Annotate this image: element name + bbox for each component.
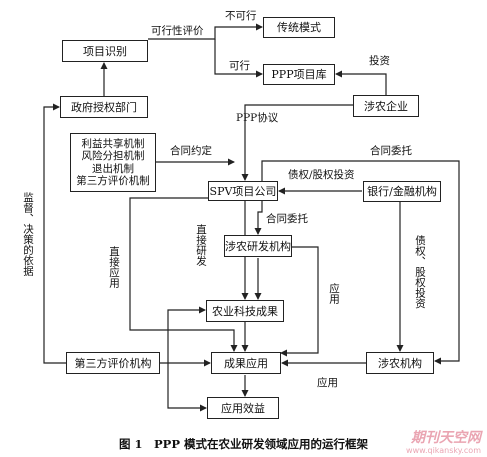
edge-to-ppp-library	[214, 39, 263, 78]
application-benefit-box: 应用效益	[207, 397, 279, 419]
label-supervise: 监督、决策的依据	[22, 192, 34, 276]
agri-enterprise-label: 涉农企业	[364, 99, 408, 113]
gov-authorized-dept-label: 政府授权部门	[71, 100, 137, 114]
edge-contract-entrust-mid	[254, 201, 263, 235]
label-apply-right: 应用	[328, 283, 340, 304]
project-identification-box: 项目识别	[62, 40, 148, 62]
ppp-project-library-box: PPP项目库	[263, 64, 335, 85]
achievement-application-box: 成果应用	[211, 352, 281, 374]
project-identification-label: 项目识别	[83, 44, 127, 58]
ppp-project-library-label: PPP项目库	[271, 68, 327, 81]
achievement-application-label: 成果应用	[224, 356, 268, 370]
agri-tech-achievement-label: 农业科技成果	[212, 304, 278, 318]
label-direct-apply: 直接应用	[108, 246, 120, 288]
mechanism-benefit-sharing: 利益共享机制	[81, 137, 145, 150]
watermark-title: 期刊天空网	[411, 430, 481, 446]
label-not-feasible: 不可行	[225, 10, 257, 22]
label-direct-rd: 直接研发	[195, 224, 207, 266]
bank-finance-box: 银行/金融机构	[363, 181, 441, 202]
edge-evaluator-to-benefit	[167, 363, 207, 412]
edge-investment	[335, 70, 387, 95]
agri-institution-label: 涉农机构	[378, 356, 422, 370]
agri-rd-institution-box: 涉农研发机构	[224, 235, 292, 257]
application-benefit-label: 应用效益	[221, 401, 265, 415]
label-contract-agreement: 合同约定	[170, 145, 212, 157]
label-investment: 投资	[369, 55, 390, 67]
edge-contract-entrust-top	[261, 160, 460, 365]
traditional-mode-box: 传统模式	[263, 17, 335, 38]
third-party-evaluator-box: 第三方评价机构	[66, 352, 160, 374]
edge-direct-apply	[129, 197, 238, 352]
mechanism-third-party-eval: 第三方评价机制	[76, 175, 150, 187]
agri-enterprise-box: 涉农企业	[353, 95, 419, 117]
edge-to-traditional	[148, 23, 263, 40]
label-feasibility-eval: 可行性评价	[151, 25, 204, 37]
label-feasible: 可行	[229, 60, 250, 72]
mechanism-risk-sharing: 风险分担机制	[81, 150, 145, 162]
mechanism-exit: 退出机制	[92, 162, 134, 175]
watermark-url: www.qikansky.com	[406, 446, 481, 455]
traditional-mode-label: 传统模式	[277, 21, 321, 34]
label-debt-equity: 债权/股权投资	[288, 169, 355, 181]
label-debt-equity-vertical: 债权、股权投资	[414, 235, 426, 309]
spv-company-label: SPV项目公司	[209, 184, 277, 198]
agri-tech-achievement-box: 农业科技成果	[206, 300, 284, 322]
edge-supervision	[43, 103, 66, 364]
spv-company-box: SPV项目公司	[208, 181, 278, 201]
third-party-evaluator-label: 第三方评价机构	[74, 356, 152, 370]
edge-rd-to-application	[280, 246, 319, 357]
label-apply-bottom: 应用	[317, 377, 338, 389]
edge-ppp-agreement	[241, 104, 353, 181]
watermark: 期刊天空网 www.qikansky.com	[406, 430, 481, 456]
agri-institution-box: 涉农机构	[366, 352, 434, 374]
edge-evaluator-to-achievement	[167, 306, 206, 363]
agri-rd-institution-label: 涉农研发机构	[225, 239, 291, 253]
label-contract-entrust-mid: 合同委托	[266, 213, 308, 225]
gov-authorized-dept-box: 政府授权部门	[60, 96, 148, 118]
label-ppp-agreement: PPP协议	[236, 112, 279, 124]
mechanisms-box: 利益共享机制 风险分担机制 退出机制 第三方评价机制	[70, 133, 156, 192]
bank-finance-label: 银行/金融机构	[367, 185, 437, 198]
label-contract-entrust-top: 合同委托	[370, 145, 412, 157]
figure-caption: 图 1 PPP 模式在农业研发领域应用的运行框架	[119, 437, 368, 451]
